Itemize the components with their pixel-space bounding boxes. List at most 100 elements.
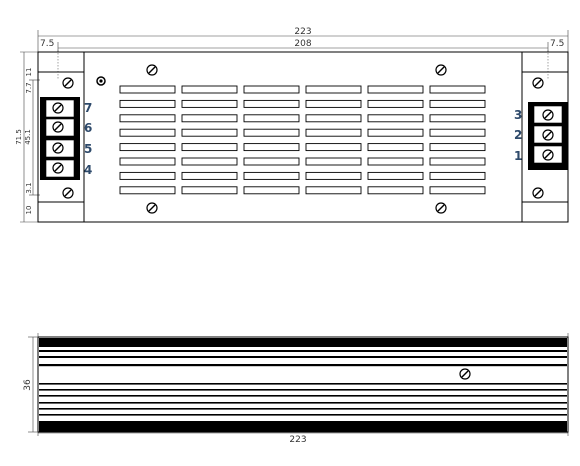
vent-slot xyxy=(181,143,238,152)
cover-screw-icon xyxy=(146,64,158,76)
right-terminal-block xyxy=(528,102,568,170)
inner-height-label: 45.1 xyxy=(24,129,32,145)
screw-icon xyxy=(542,149,554,161)
terminal-label-2: 2 xyxy=(514,128,522,142)
vent-slot xyxy=(429,114,486,123)
vent-slot xyxy=(429,157,486,166)
heat-sink-fin xyxy=(39,395,567,397)
vent-slot xyxy=(305,157,362,166)
screw-icon xyxy=(52,162,64,174)
vent-slot xyxy=(243,99,300,108)
vent-slot xyxy=(119,171,176,180)
vent-slot xyxy=(119,85,176,94)
dim-11-label: 11 xyxy=(25,68,33,77)
screw-icon xyxy=(52,121,64,133)
vent-slot xyxy=(305,99,362,108)
total-height-label: 71.5 xyxy=(15,129,23,145)
screw-icon xyxy=(52,142,64,154)
vent-slot xyxy=(243,171,300,180)
cover-screw-icon xyxy=(146,202,158,214)
cover-outline xyxy=(83,51,523,223)
vent-slot xyxy=(305,171,362,180)
dim-7-7-label: 7.7 xyxy=(25,82,33,93)
vent-slot xyxy=(305,186,362,195)
terminal-label-5: 5 xyxy=(84,142,92,156)
vent-slot xyxy=(367,171,424,180)
vent-slot xyxy=(181,114,238,123)
vent-slot xyxy=(181,171,238,180)
heat-sink-fin xyxy=(39,421,567,432)
terminal-label-6: 6 xyxy=(84,121,92,135)
vent-slot xyxy=(243,157,300,166)
side-view: 36 223 xyxy=(23,333,569,445)
mounting-screw-icon xyxy=(532,77,544,89)
vent-slot xyxy=(367,157,424,166)
vent-slot xyxy=(305,85,362,94)
vent-slot xyxy=(119,114,176,123)
vent-slot xyxy=(429,128,486,137)
vent-slot xyxy=(243,128,300,137)
vent-slot xyxy=(429,99,486,108)
terminal-label-3: 3 xyxy=(514,108,522,122)
overall-width-label: 223 xyxy=(294,27,311,37)
left-offset-label: 7.5 xyxy=(40,39,54,49)
terminal-label-4: 4 xyxy=(84,163,92,177)
vent-slot xyxy=(119,186,176,195)
screw-icon xyxy=(542,129,554,141)
vent-slot xyxy=(367,85,424,94)
vent-slot xyxy=(119,143,176,152)
vent-slot xyxy=(305,143,362,152)
vent-slot xyxy=(119,99,176,108)
terminal-label-1: 1 xyxy=(514,149,522,163)
side-height-label: 36 xyxy=(23,379,33,391)
vent-slot xyxy=(367,99,424,108)
top-dimensions: 223 208 7.5 7.5 xyxy=(37,27,569,80)
top-view: 7 6 5 4 3 2 1 xyxy=(37,51,569,223)
vent-slot xyxy=(181,99,238,108)
vent-slot xyxy=(305,128,362,137)
vent-slot xyxy=(181,186,238,195)
vent-slot xyxy=(429,85,486,94)
vent-slot xyxy=(429,171,486,180)
side-screw-icon xyxy=(459,368,471,380)
cover-screw-icon xyxy=(435,64,447,76)
mounting-screw-icon xyxy=(62,77,74,89)
cover-screw-icon xyxy=(435,202,447,214)
heat-sink-fin xyxy=(39,402,567,404)
vent-slot xyxy=(243,143,300,152)
left-terminal-block xyxy=(40,97,80,180)
mounting-screw-icon xyxy=(532,187,544,199)
screw-icon xyxy=(52,102,64,114)
vent-slot xyxy=(119,128,176,137)
vent-slot xyxy=(243,186,300,195)
heat-sink-fin xyxy=(39,389,567,391)
left-height-dimensions: 71.5 45.1 11 7.7 3.1 10 xyxy=(15,51,40,223)
vent-slot xyxy=(243,85,300,94)
vent-slot xyxy=(181,157,238,166)
vent-slot xyxy=(367,128,424,137)
dim-10-label: 10 xyxy=(25,206,33,215)
dim-3-1-label: 3.1 xyxy=(25,182,33,193)
heat-sink-fin xyxy=(39,364,567,367)
vent-slot xyxy=(119,157,176,166)
heat-sink-fins xyxy=(39,338,567,432)
heat-sink-fin xyxy=(39,383,567,385)
heat-sink-fin xyxy=(39,408,567,410)
side-width-label: 223 xyxy=(289,435,306,445)
heat-sink-fin xyxy=(39,414,567,416)
heat-sink-fin xyxy=(39,356,567,358)
vent-slot xyxy=(243,114,300,123)
vent-slot xyxy=(181,128,238,137)
vent-slot xyxy=(305,114,362,123)
vent-slot xyxy=(429,186,486,195)
heat-sink-fin xyxy=(39,338,567,347)
vent-slot xyxy=(367,143,424,152)
vent-slot xyxy=(181,85,238,94)
screw-icon xyxy=(542,109,554,121)
potentiometer-icon xyxy=(96,76,106,86)
terminal-label-7: 7 xyxy=(84,101,92,115)
vent-slot xyxy=(367,114,424,123)
vent-slot xyxy=(429,143,486,152)
ventilation-slots xyxy=(119,85,486,195)
